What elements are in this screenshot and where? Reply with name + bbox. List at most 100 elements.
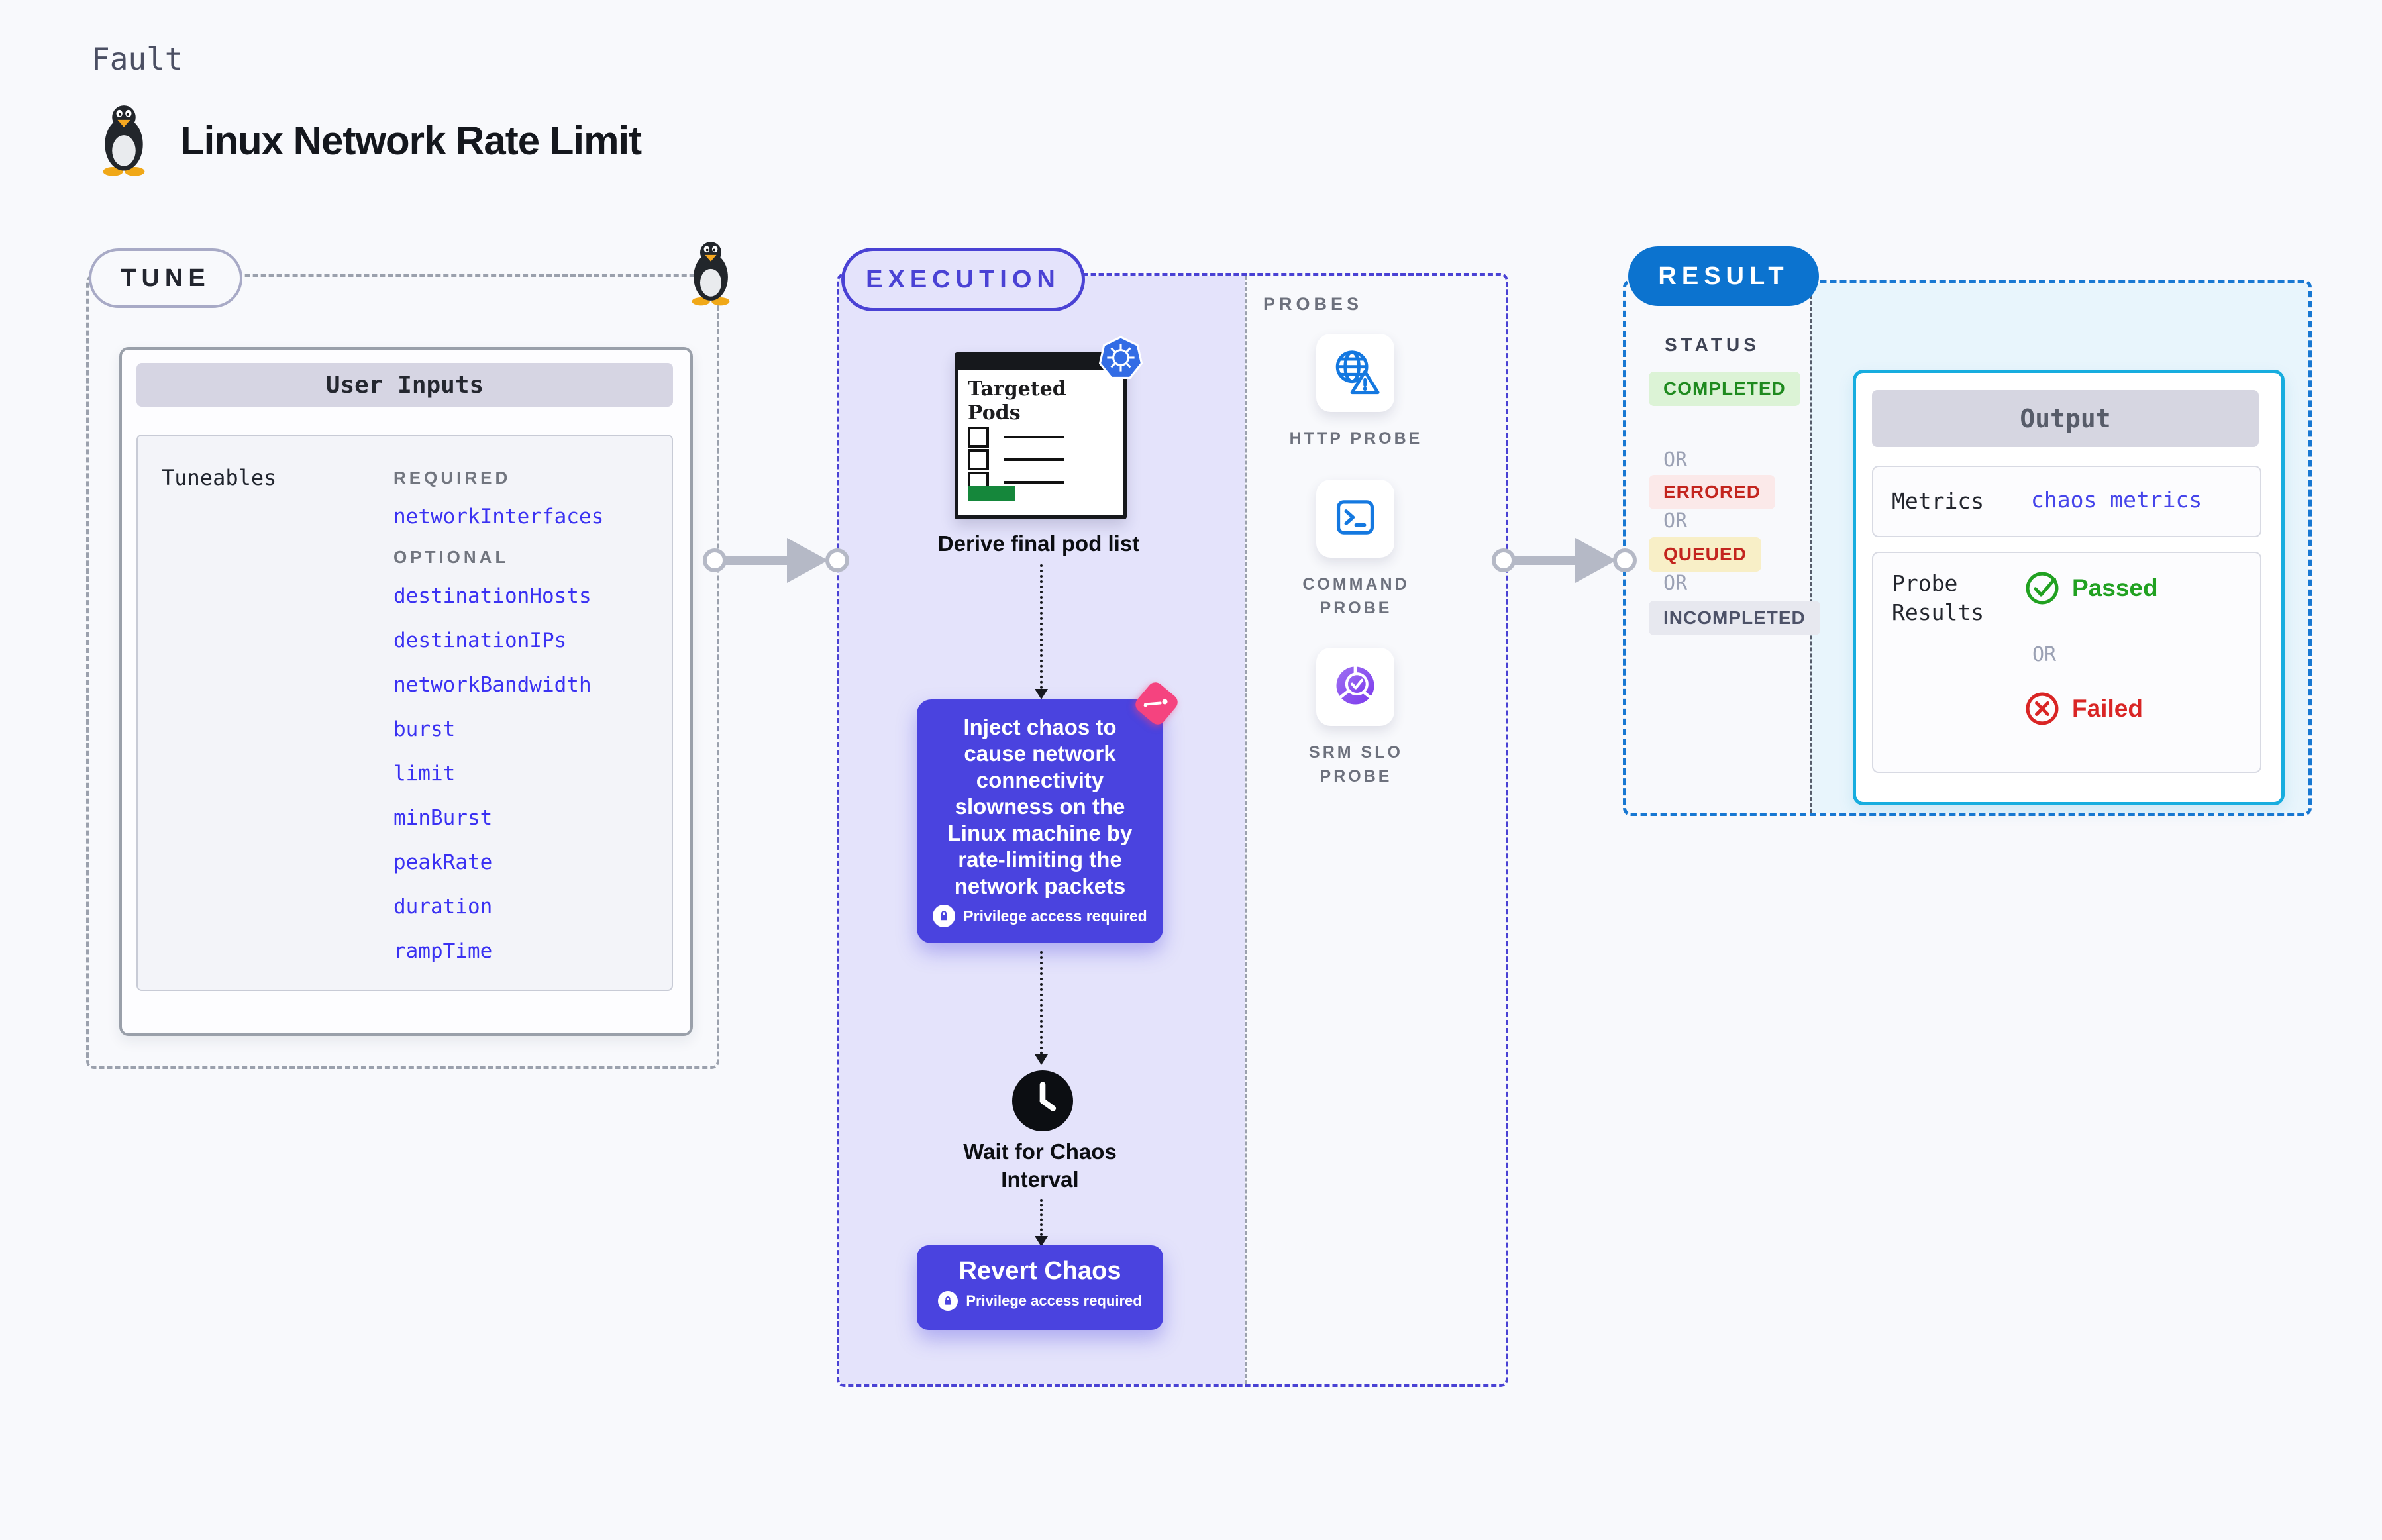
tuneable-link[interactable]: networkInterfaces [393, 505, 604, 529]
flow-arrow-probes-to-result [1512, 556, 1582, 565]
output-header: Output [1872, 390, 2259, 447]
revert-chaos-text: Revert Chaos [958, 1257, 1121, 1285]
srm-slo-probe-tile [1316, 648, 1394, 726]
tuneables-label: Tuneables [162, 465, 277, 490]
or-label: OR [1663, 509, 1688, 533]
failed-label: Failed [2072, 695, 2143, 722]
passed-label: Passed [2072, 574, 2158, 601]
http-globe-warning-icon [1329, 346, 1381, 401]
output-title: Output [2020, 404, 2111, 433]
probe-results-row: Probe Results Passed OR Failed [1872, 552, 2261, 773]
lock-icon [933, 905, 956, 927]
or-label: OR [1663, 572, 1688, 595]
probes-section-label: PROBES [1263, 294, 1363, 314]
flow-arrowhead-icon [1035, 689, 1048, 699]
flow-connector [1040, 1199, 1043, 1236]
targeted-pods-title: Targeted Pods [968, 378, 1066, 425]
metrics-label: Metrics [1892, 488, 1985, 514]
tuneable-link[interactable]: destinationIPs [393, 629, 567, 652]
checkbox-icon [968, 427, 989, 448]
status-badge-incompleted: INCOMPLETED [1649, 601, 1820, 635]
tuneable-link[interactable]: limit [393, 762, 456, 786]
tuneables-box: Tuneables REQUIRED networkInterfaces OPT… [136, 435, 673, 991]
or-label: OR [1663, 448, 1688, 472]
lock-icon [938, 1291, 958, 1311]
privilege-note: Privilege access required [966, 1292, 1142, 1309]
privilege-row: Privilege access required [917, 905, 1163, 927]
probe-results-label: Probe Results [1892, 570, 1985, 625]
tune-badge: TUNE [89, 248, 242, 308]
page-title: Linux Network Rate Limit [180, 119, 642, 163]
pod-line [1004, 458, 1064, 461]
flow-arrow-tune-to-execution [722, 556, 794, 565]
flow-arrowhead-icon [1035, 1236, 1048, 1247]
tuneable-link[interactable]: duration [393, 895, 493, 919]
flow-connector [1040, 951, 1043, 1054]
execution-badge-label: EXECUTION [866, 265, 1061, 293]
passed-check-icon [2024, 570, 2060, 609]
derive-pod-list-step: Derive final pod list [937, 531, 1140, 556]
tux-penguin-icon [97, 103, 151, 180]
checkbox-icon [968, 449, 989, 470]
wait-for-chaos-step: Wait for Chaos Interval [963, 1139, 1117, 1192]
chaos-metrics-link[interactable]: chaos metrics [2031, 487, 2202, 513]
pod-list-row [968, 449, 1064, 470]
kubernetes-icon [1098, 336, 1143, 380]
srm-slo-chart-icon [1330, 660, 1380, 714]
privilege-row: Privilege access required [917, 1291, 1163, 1311]
pod-line [1004, 481, 1064, 484]
http-probe-label: HTTP PROBE [1289, 429, 1423, 448]
srm-slo-probe-label: SRM SLO PROBE [1309, 743, 1403, 786]
tuneable-link[interactable]: networkBandwidth [393, 673, 592, 697]
result-panel: STATUS COMPLETED OR ERRORED OR QUEUED OR… [1623, 280, 2312, 816]
probes-divider [1245, 276, 1247, 1384]
result-badge: RESULT [1628, 246, 1819, 306]
command-probe-label: COMMAND PROBE [1302, 575, 1410, 617]
privilege-note: Privilege access required [963, 907, 1147, 925]
clock-icon [1012, 1070, 1073, 1131]
command-probe-tile [1316, 480, 1394, 558]
output-box: Output Metrics chaos metrics Probe Resul… [1853, 370, 2285, 805]
flow-arrowhead-icon [1035, 1054, 1048, 1065]
inject-chaos-text: Inject chaos to cause network connectivi… [947, 715, 1133, 898]
revert-chaos-step: Revert Chaos Privilege access required [917, 1245, 1163, 1330]
connector-dot [1613, 548, 1637, 572]
result-badge-label: RESULT [1658, 262, 1789, 290]
tuneable-link[interactable]: destinationHosts [393, 584, 592, 608]
status-badge-queued: QUEUED [1649, 537, 1761, 572]
connector-dot [1492, 548, 1516, 572]
status-badge-errored: ERRORED [1649, 475, 1776, 509]
or-label: OR [2032, 643, 2057, 666]
tuneable-link[interactable]: burst [393, 717, 456, 741]
result-divider [1810, 283, 1812, 813]
flow-arrowhead-icon [1575, 538, 1616, 583]
pod-line [1004, 436, 1064, 438]
user-inputs-card: User Inputs Tuneables REQUIRED networkIn… [119, 347, 693, 1036]
tuneable-link[interactable]: peakRate [393, 850, 493, 874]
status-badge-completed: COMPLETED [1649, 372, 1800, 406]
connector-dot [703, 548, 727, 572]
flow-connector [1040, 564, 1043, 689]
required-label: REQUIRED [393, 468, 511, 488]
chaos-logo-icon [1132, 679, 1181, 728]
status-label: STATUS [1665, 334, 1760, 355]
user-inputs-header: User Inputs [136, 363, 673, 407]
optional-label: OPTIONAL [393, 547, 509, 567]
command-terminal-icon [1331, 493, 1380, 545]
pod-list-row [968, 427, 1064, 448]
failed-x-icon [2024, 691, 2060, 730]
tune-panel [86, 274, 719, 1069]
tune-badge-label: TUNE [121, 264, 211, 292]
targeted-pods-card: Targeted Pods [955, 336, 1143, 519]
tux-penguin-small-icon [686, 240, 735, 309]
execution-panel: Targeted Pods Derive final pod lis [837, 273, 1508, 1387]
connector-dot [825, 548, 849, 572]
tuneable-link[interactable]: rampTime [393, 939, 493, 963]
inject-chaos-step: Inject chaos to cause network connectivi… [917, 679, 1181, 943]
execution-badge: EXECUTION [841, 248, 1085, 311]
tuneable-link[interactable]: minBurst [393, 806, 493, 830]
user-inputs-title: User Inputs [325, 371, 484, 399]
pods-card-titlebar [958, 356, 1115, 370]
progress-bar [968, 486, 1015, 501]
fault-kicker: Fault [91, 41, 183, 77]
